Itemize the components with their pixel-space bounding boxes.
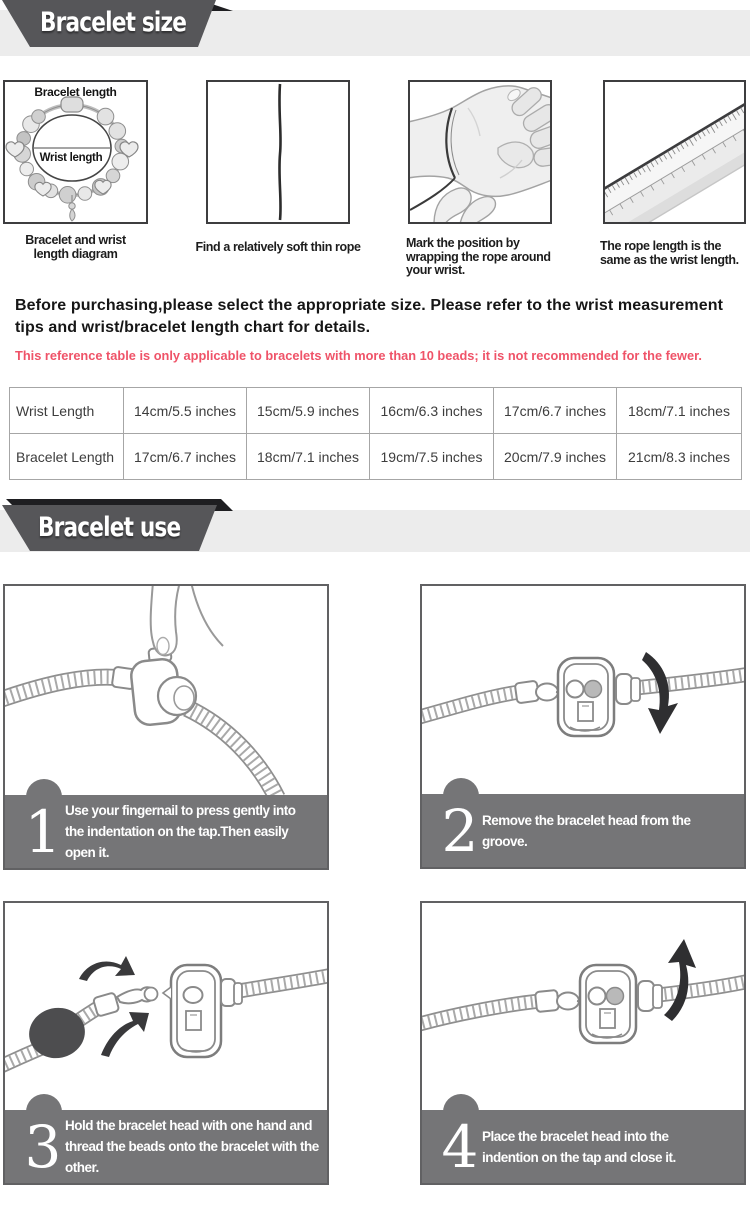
step1-caption-bar: 1 Use your fingernail to press gently in… [5, 795, 327, 868]
table-cell: 18cm/7.1 inches [246, 433, 370, 480]
step1-caption: Use your fingernail to press gently into… [65, 803, 296, 860]
section-title-use: Bracelet use [38, 512, 181, 543]
wrap-rope-around-wrist-illustration [410, 85, 550, 222]
table-cell: 20cm/7.9 inches [493, 433, 617, 480]
caption-bracelet-diagram: Bracelet and wrist length diagram [25, 233, 126, 261]
image-box-bracelet-diagram: Bracelet length Wrist length [3, 80, 148, 224]
step4-illustration [422, 939, 744, 1045]
use-step-box-2: 2 Remove the bracelet head from the groo… [420, 584, 746, 869]
caption-ruler: The rope length is the same as the wrist… [600, 239, 739, 267]
rope-illustration [278, 83, 282, 221]
step2-illustration [422, 652, 744, 738]
table-cell: 15cm/5.9 inches [246, 387, 370, 434]
step3-number: 3 [24, 1113, 62, 1181]
purchase-note: Before purchasing,please select the appr… [15, 297, 724, 336]
step3-illustration [5, 956, 327, 1073]
caption-rope: Find a relatively soft thin rope [195, 240, 361, 254]
section-title-size: Bracelet size [40, 7, 187, 38]
ruler-illustration [605, 84, 744, 222]
table-cell: 18cm/7.1 inches [616, 387, 742, 434]
table-row-bracelet-length: Bracelet Length 17cm/6.7 inches 18cm/7.1… [9, 433, 742, 480]
step1-illustration [5, 586, 286, 795]
table-row-wrist-length: Wrist Length 14cm/5.5 inches 15cm/5.9 in… [9, 387, 742, 434]
table-cell: 21cm/8.3 inches [616, 433, 742, 480]
table-cell: Bracelet Length [9, 433, 124, 480]
image-box-rope [206, 80, 350, 224]
image-box-wrist-wrap [408, 80, 552, 224]
table-cell: 14cm/5.5 inches [123, 387, 247, 434]
step2-caption-bar: 2 Remove the bracelet head from the groo… [422, 794, 744, 867]
table-cell: 16cm/6.3 inches [369, 387, 494, 434]
table-cell: Wrist Length [9, 387, 124, 434]
image-box-ruler [603, 80, 746, 224]
size-table: Wrist Length 14cm/5.5 inches 15cm/5.9 in… [9, 387, 742, 480]
table-cell: 19cm/7.5 inches [369, 433, 494, 480]
step1-number: 1 [24, 798, 62, 866]
wrist-length-label: Wrist length [39, 152, 103, 164]
use-step-box-4: 4 Place the bracelet head into the inden… [420, 901, 746, 1185]
step2-caption: Remove the bracelet head from the groove… [482, 812, 691, 849]
ribbon-banner-size [2, 0, 233, 47]
table-reference-note: This reference table is only applicable … [15, 348, 702, 363]
table-cell: 17cm/6.7 inches [493, 387, 617, 434]
caption-wrist-wrap: Mark the position by wrapping the rope a… [406, 236, 551, 277]
use-step-box-3: 3 Hold the bracelet head with one hand a… [3, 901, 329, 1185]
bracelet-length-label: Bracelet length [34, 85, 117, 99]
use-step-box-1: 1 Use your fingernail to press gently in… [3, 584, 329, 870]
step4-number: 4 [441, 1113, 479, 1181]
step2-number: 2 [441, 797, 479, 865]
step4-caption-bar: 4 Place the bracelet head into the inden… [422, 1110, 744, 1183]
ribbon-banner-use [2, 499, 233, 551]
bracelet-diagram-illustration [5, 96, 139, 222]
table-cell: 17cm/6.7 inches [123, 433, 247, 480]
step4-caption: Place the bracelet head into the indenti… [482, 1128, 676, 1165]
step3-caption-bar: 3 Hold the bracelet head with one hand a… [5, 1110, 327, 1183]
step3-caption: Hold the bracelet head with one hand and… [65, 1118, 319, 1175]
